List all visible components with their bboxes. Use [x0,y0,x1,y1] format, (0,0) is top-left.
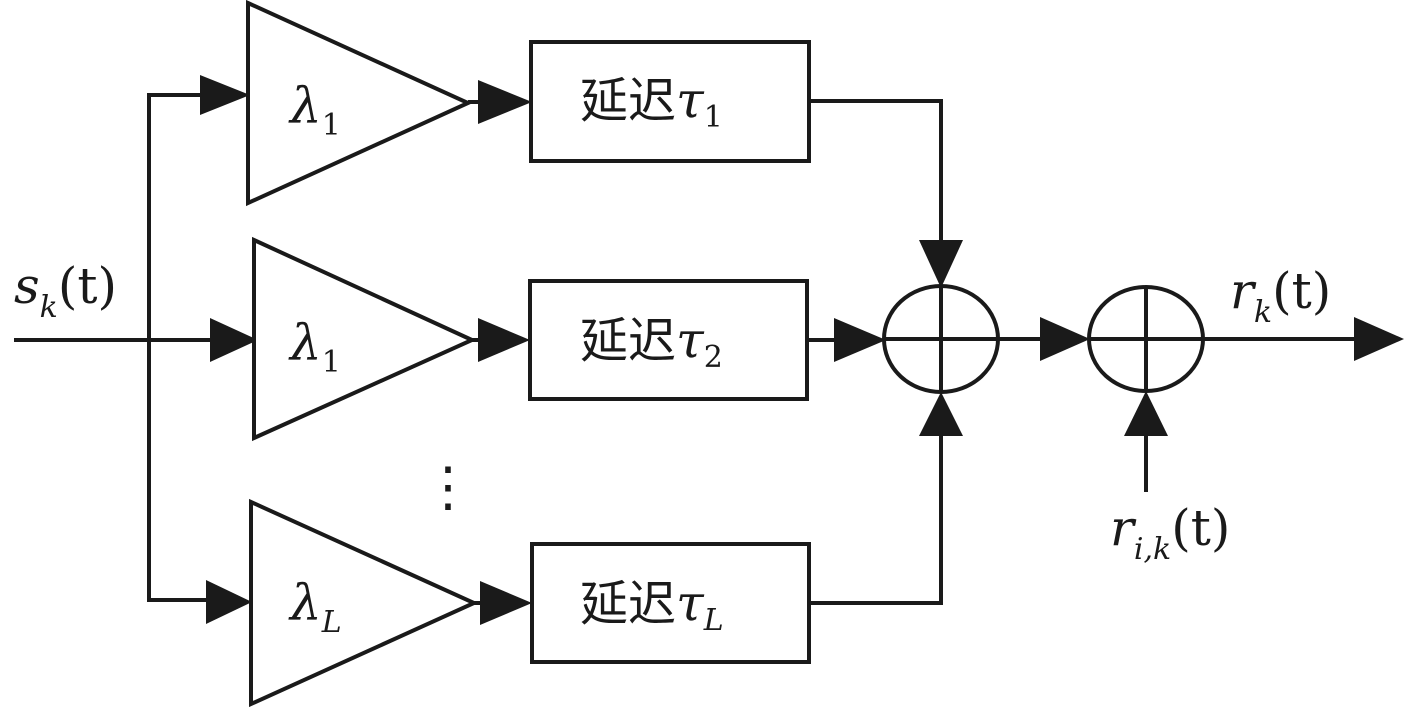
delay-label-3: 延迟τL [580,574,724,638]
arrow-into-summer-top [919,240,963,288]
arrow-interference [1124,391,1168,436]
output-signal-label: rk(t) [1230,262,1331,330]
arrow-to-amp-1 [200,75,250,115]
delay-label-1: 延迟τ1 [580,71,723,135]
arrow-into-summer-2 [1040,317,1090,361]
input-bus [147,93,210,602]
delay-3-output-wire [809,425,943,605]
delay-block-1 [529,40,811,163]
arrow-to-amp-2 [210,318,258,362]
arrow-to-delay-2 [478,318,530,362]
arrow-to-delay-3 [480,581,532,625]
gain-label-2: λ1 [288,314,341,380]
gain-label-1: λ1 [288,77,341,143]
gain-amplifier-1 [246,0,473,207]
arrow-to-delay-1 [478,80,532,124]
interference-summer [1087,285,1205,393]
gain-amplifier-2 [252,236,477,442]
input-signal-label: sk(t) [14,257,117,325]
arrow-into-summer-bottom [919,392,963,436]
delay-block-3 [530,542,811,664]
gain-amplifier-3 [249,498,479,707]
branch-ellipsis: ⋮ [421,455,475,518]
gain-label-3: λL [288,574,342,640]
arrow-into-summer-left [834,318,886,362]
delay-block-2 [528,279,809,401]
delay-1-output-wire [809,99,943,255]
interference-signal-label: ri,k(t) [1110,499,1230,567]
arrow-to-amp-3 [206,580,252,624]
multipath-summer [882,284,1000,394]
output-arrow [1354,317,1404,361]
delay-label-2: 延迟τ2 [580,311,723,375]
